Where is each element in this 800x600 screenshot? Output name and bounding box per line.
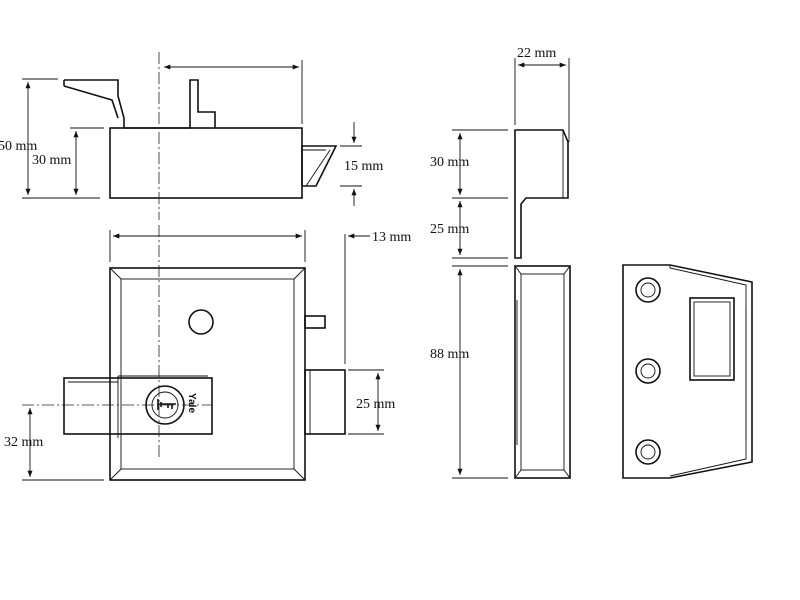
screw-hole-icon-3 (635, 439, 661, 465)
screw-hole-icon-1 (635, 277, 661, 303)
strike-plate-view (622, 264, 753, 479)
dim-label-30mm-side: 30 mm (430, 155, 469, 170)
dim-label-50mm: 50 mm (0, 139, 37, 154)
front-view-case (109, 267, 306, 481)
front-view-snib-tab (304, 315, 326, 329)
key-icon (157, 399, 176, 410)
top-view-bolt (301, 145, 338, 187)
top-view: 50 mm 30 mm 15 mm (0, 52, 383, 220)
dim-label-25mm-bolt: 25 mm (356, 397, 395, 412)
front-view-handle (63, 377, 213, 435)
front-view-bolt (304, 369, 346, 435)
dim-label-30mm-top: 30 mm (32, 153, 71, 168)
brand-logo: Yale (186, 393, 197, 413)
top-view-handle (64, 79, 216, 129)
front-view-screw-hole (188, 309, 214, 335)
dim-label-88mm: 88 mm (430, 347, 469, 362)
dim-label-32mm: 32 mm (4, 435, 43, 450)
front-view-case-bevel (120, 278, 295, 470)
strike-plate (622, 264, 753, 479)
side-view-keep (514, 129, 569, 259)
side-view-case (514, 265, 571, 479)
top-view-case (109, 127, 303, 199)
dim-label-13mm: 13 mm (372, 230, 411, 245)
strike-plate-bolt-recess (689, 297, 735, 381)
dim-label-15mm: 15 mm (344, 159, 383, 174)
dim-label-25mm-side: 25 mm (430, 222, 469, 237)
front-view: Yale 13 mm 25 mm 32 mm (4, 225, 411, 481)
screw-hole-icon-2 (635, 358, 661, 384)
side-view: 22 mm 30 mm 25 mm 88 mm (430, 46, 571, 479)
dim-label-22mm: 22 mm (517, 46, 556, 61)
